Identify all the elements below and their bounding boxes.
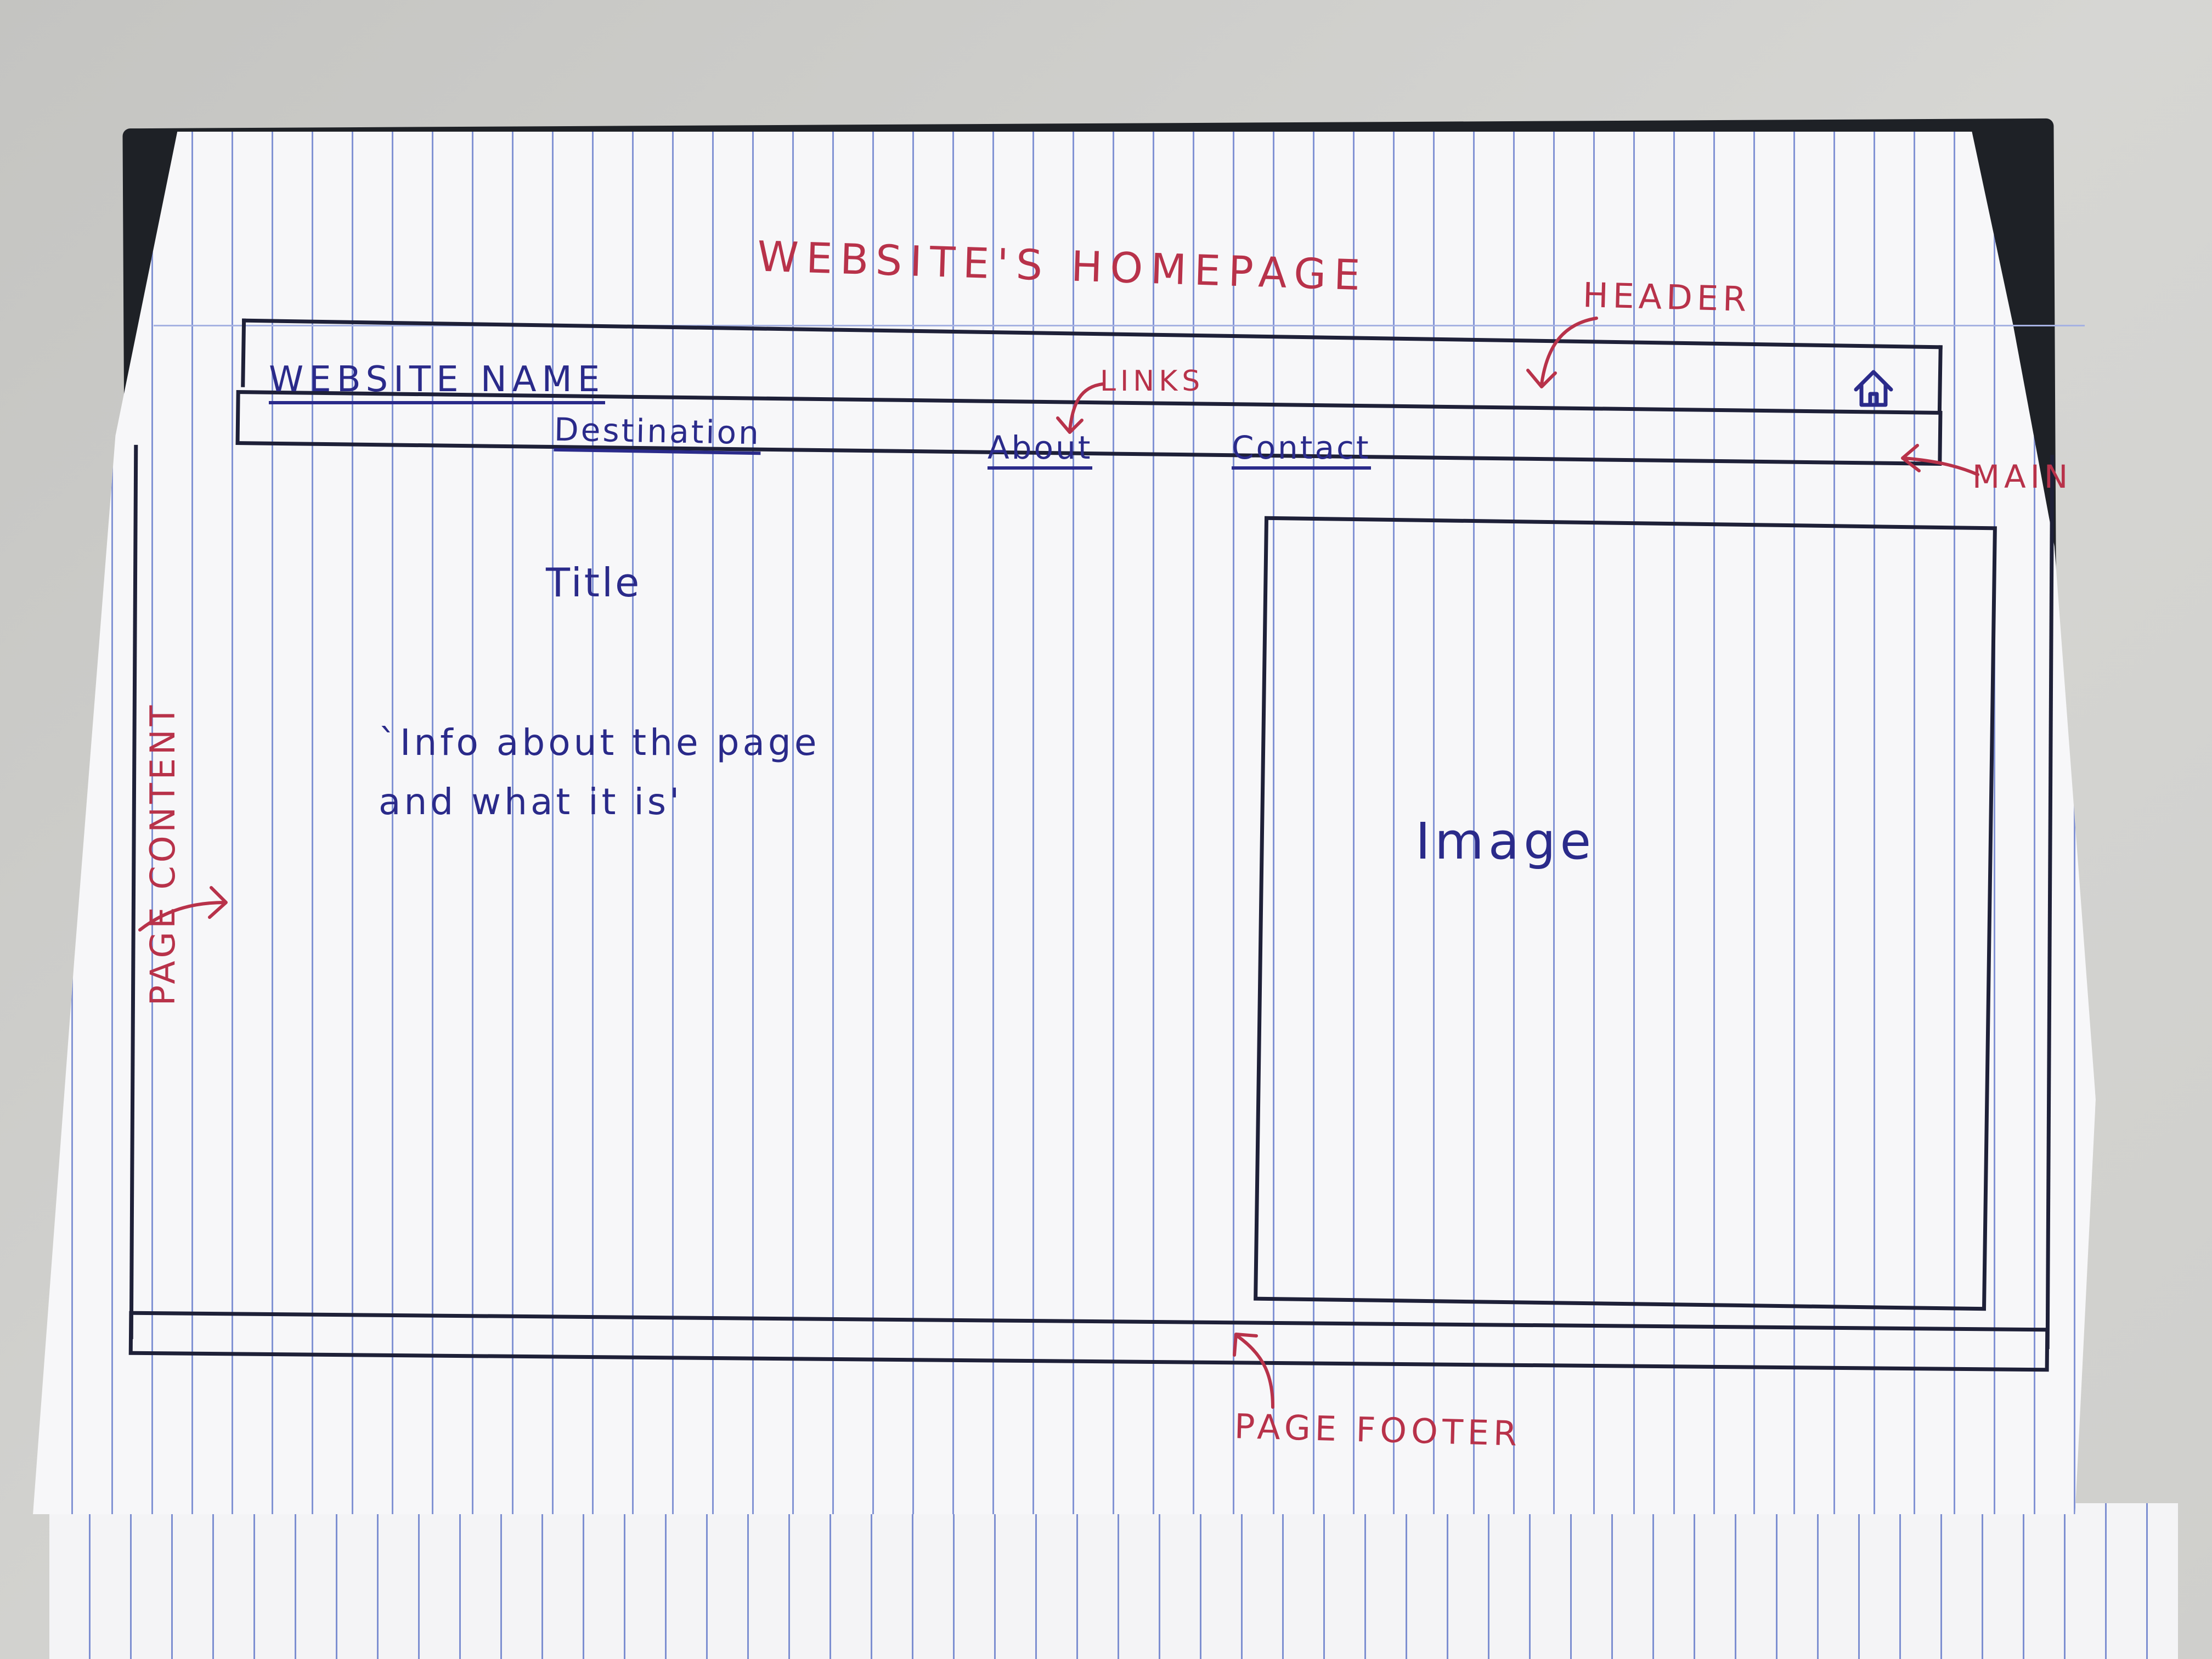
notebook-lower-page <box>49 1503 2178 1659</box>
annotation-page-content: PAGE CONTENT <box>143 702 183 1006</box>
home-icon <box>1854 370 1893 407</box>
arrow-page-footer-icon <box>1233 1333 1274 1409</box>
ruled-line <box>154 325 2085 326</box>
arrow-page-content-icon <box>138 886 228 932</box>
site-name: WEBSITE NAME <box>269 359 606 404</box>
nav-link-about: About <box>988 429 1093 470</box>
arrow-header-icon <box>1526 317 1598 388</box>
content-title: Title <box>546 560 642 606</box>
image-box <box>1254 516 1997 1311</box>
annotation-links: LINKS <box>1100 365 1205 398</box>
content-info: `Info about the page and what it is' <box>379 721 820 823</box>
arrow-main-icon <box>1901 444 1979 476</box>
nav-link-contact: Contact <box>1232 429 1371 470</box>
annotation-header: HEADER <box>1582 275 1752 319</box>
image-placeholder-label: Image <box>1415 812 1596 871</box>
arrow-links-icon <box>1056 382 1104 434</box>
annotation-main: MAIN <box>1972 458 2073 495</box>
nav-link-destination: Destination <box>554 410 761 455</box>
annotation-page-footer: PAGE FOOTER <box>1234 1406 1522 1454</box>
sketch-paper <box>33 132 2096 1514</box>
